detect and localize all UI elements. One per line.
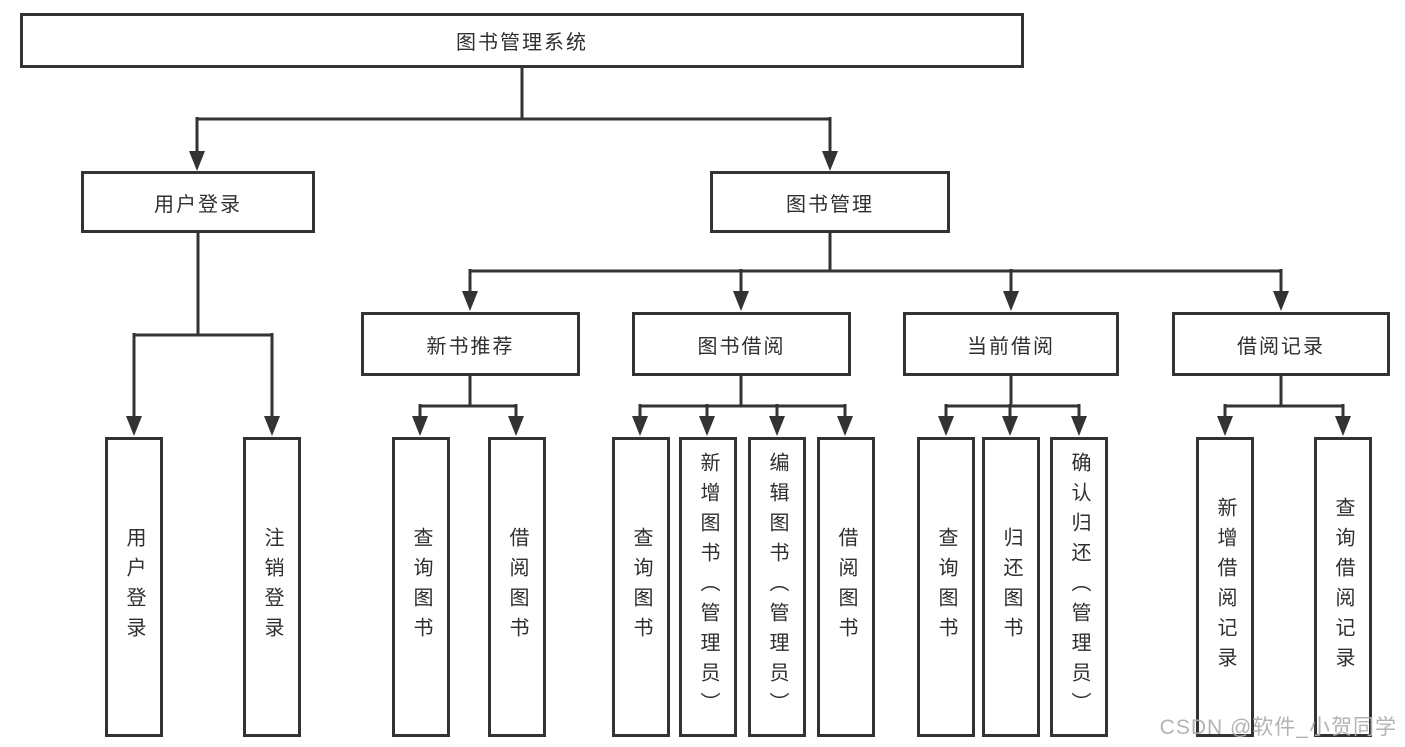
leaf-current-confirm-return-label: 确认归还（管理员） [1068, 452, 1090, 722]
node-library-system: 图书管理系统 [20, 13, 1024, 68]
node-current-borrow-label: 当前借阅 [967, 335, 1055, 358]
leaf-user-login: 用户登录 [105, 437, 163, 737]
leaf-borrow-edit-books-label: 编辑图书（管理员） [766, 452, 788, 722]
leaf-records-query-record: 查询借阅记录 [1314, 437, 1372, 737]
node-book-management: 图书管理 [710, 171, 950, 233]
leaf-logout-label: 注销登录 [261, 527, 283, 647]
leaf-current-return-books-label: 归还图书 [1000, 527, 1022, 647]
leaf-borrow-add-books: 新增图书（管理员） [679, 437, 737, 737]
node-borrow-records: 借阅记录 [1172, 312, 1390, 376]
node-new-book-recommend-label: 新书推荐 [426, 335, 515, 358]
leaf-borrow-borrow-books: 借阅图书 [817, 437, 875, 737]
leaf-current-query-books-label: 查询图书 [935, 527, 957, 647]
leaf-current-return-books: 归还图书 [982, 437, 1040, 737]
leaf-borrow-edit-books: 编辑图书（管理员） [748, 437, 806, 737]
leaf-newbook-query-books: 查询图书 [392, 437, 450, 737]
node-book-borrow-label: 图书借阅 [697, 335, 786, 358]
leaf-newbook-borrow-books-label: 借阅图书 [506, 527, 528, 647]
leaf-borrow-query-books: 查询图书 [612, 437, 670, 737]
leaf-logout: 注销登录 [243, 437, 301, 737]
node-user-login: 用户登录 [81, 171, 315, 233]
leaf-records-query-record-label: 查询借阅记录 [1332, 497, 1354, 677]
leaf-records-add-record: 新增借阅记录 [1196, 437, 1254, 737]
leaf-records-add-record-label: 新增借阅记录 [1214, 497, 1236, 677]
node-new-book-recommend: 新书推荐 [361, 312, 580, 376]
node-user-login-label: 用户登录 [154, 193, 242, 216]
node-current-borrow: 当前借阅 [903, 312, 1119, 376]
leaf-borrow-borrow-books-label: 借阅图书 [835, 527, 857, 647]
node-book-management-label: 图书管理 [786, 193, 874, 216]
leaf-current-query-books: 查询图书 [917, 437, 975, 737]
node-library-system-label: 图书管理系统 [456, 32, 588, 54]
leaf-newbook-query-books-label: 查询图书 [410, 527, 432, 647]
leaf-borrow-add-books-label: 新增图书（管理员） [697, 452, 719, 722]
leaf-current-confirm-return: 确认归还（管理员） [1050, 437, 1108, 737]
leaf-user-login-label: 用户登录 [123, 527, 145, 647]
node-borrow-records-label: 借阅记录 [1237, 335, 1325, 358]
csdn-watermark: CSDN @软件_小贺同学 [1159, 716, 1397, 739]
leaf-borrow-query-books-label: 查询图书 [630, 527, 652, 647]
leaf-newbook-borrow-books: 借阅图书 [488, 437, 546, 737]
node-book-borrow: 图书借阅 [632, 312, 851, 376]
